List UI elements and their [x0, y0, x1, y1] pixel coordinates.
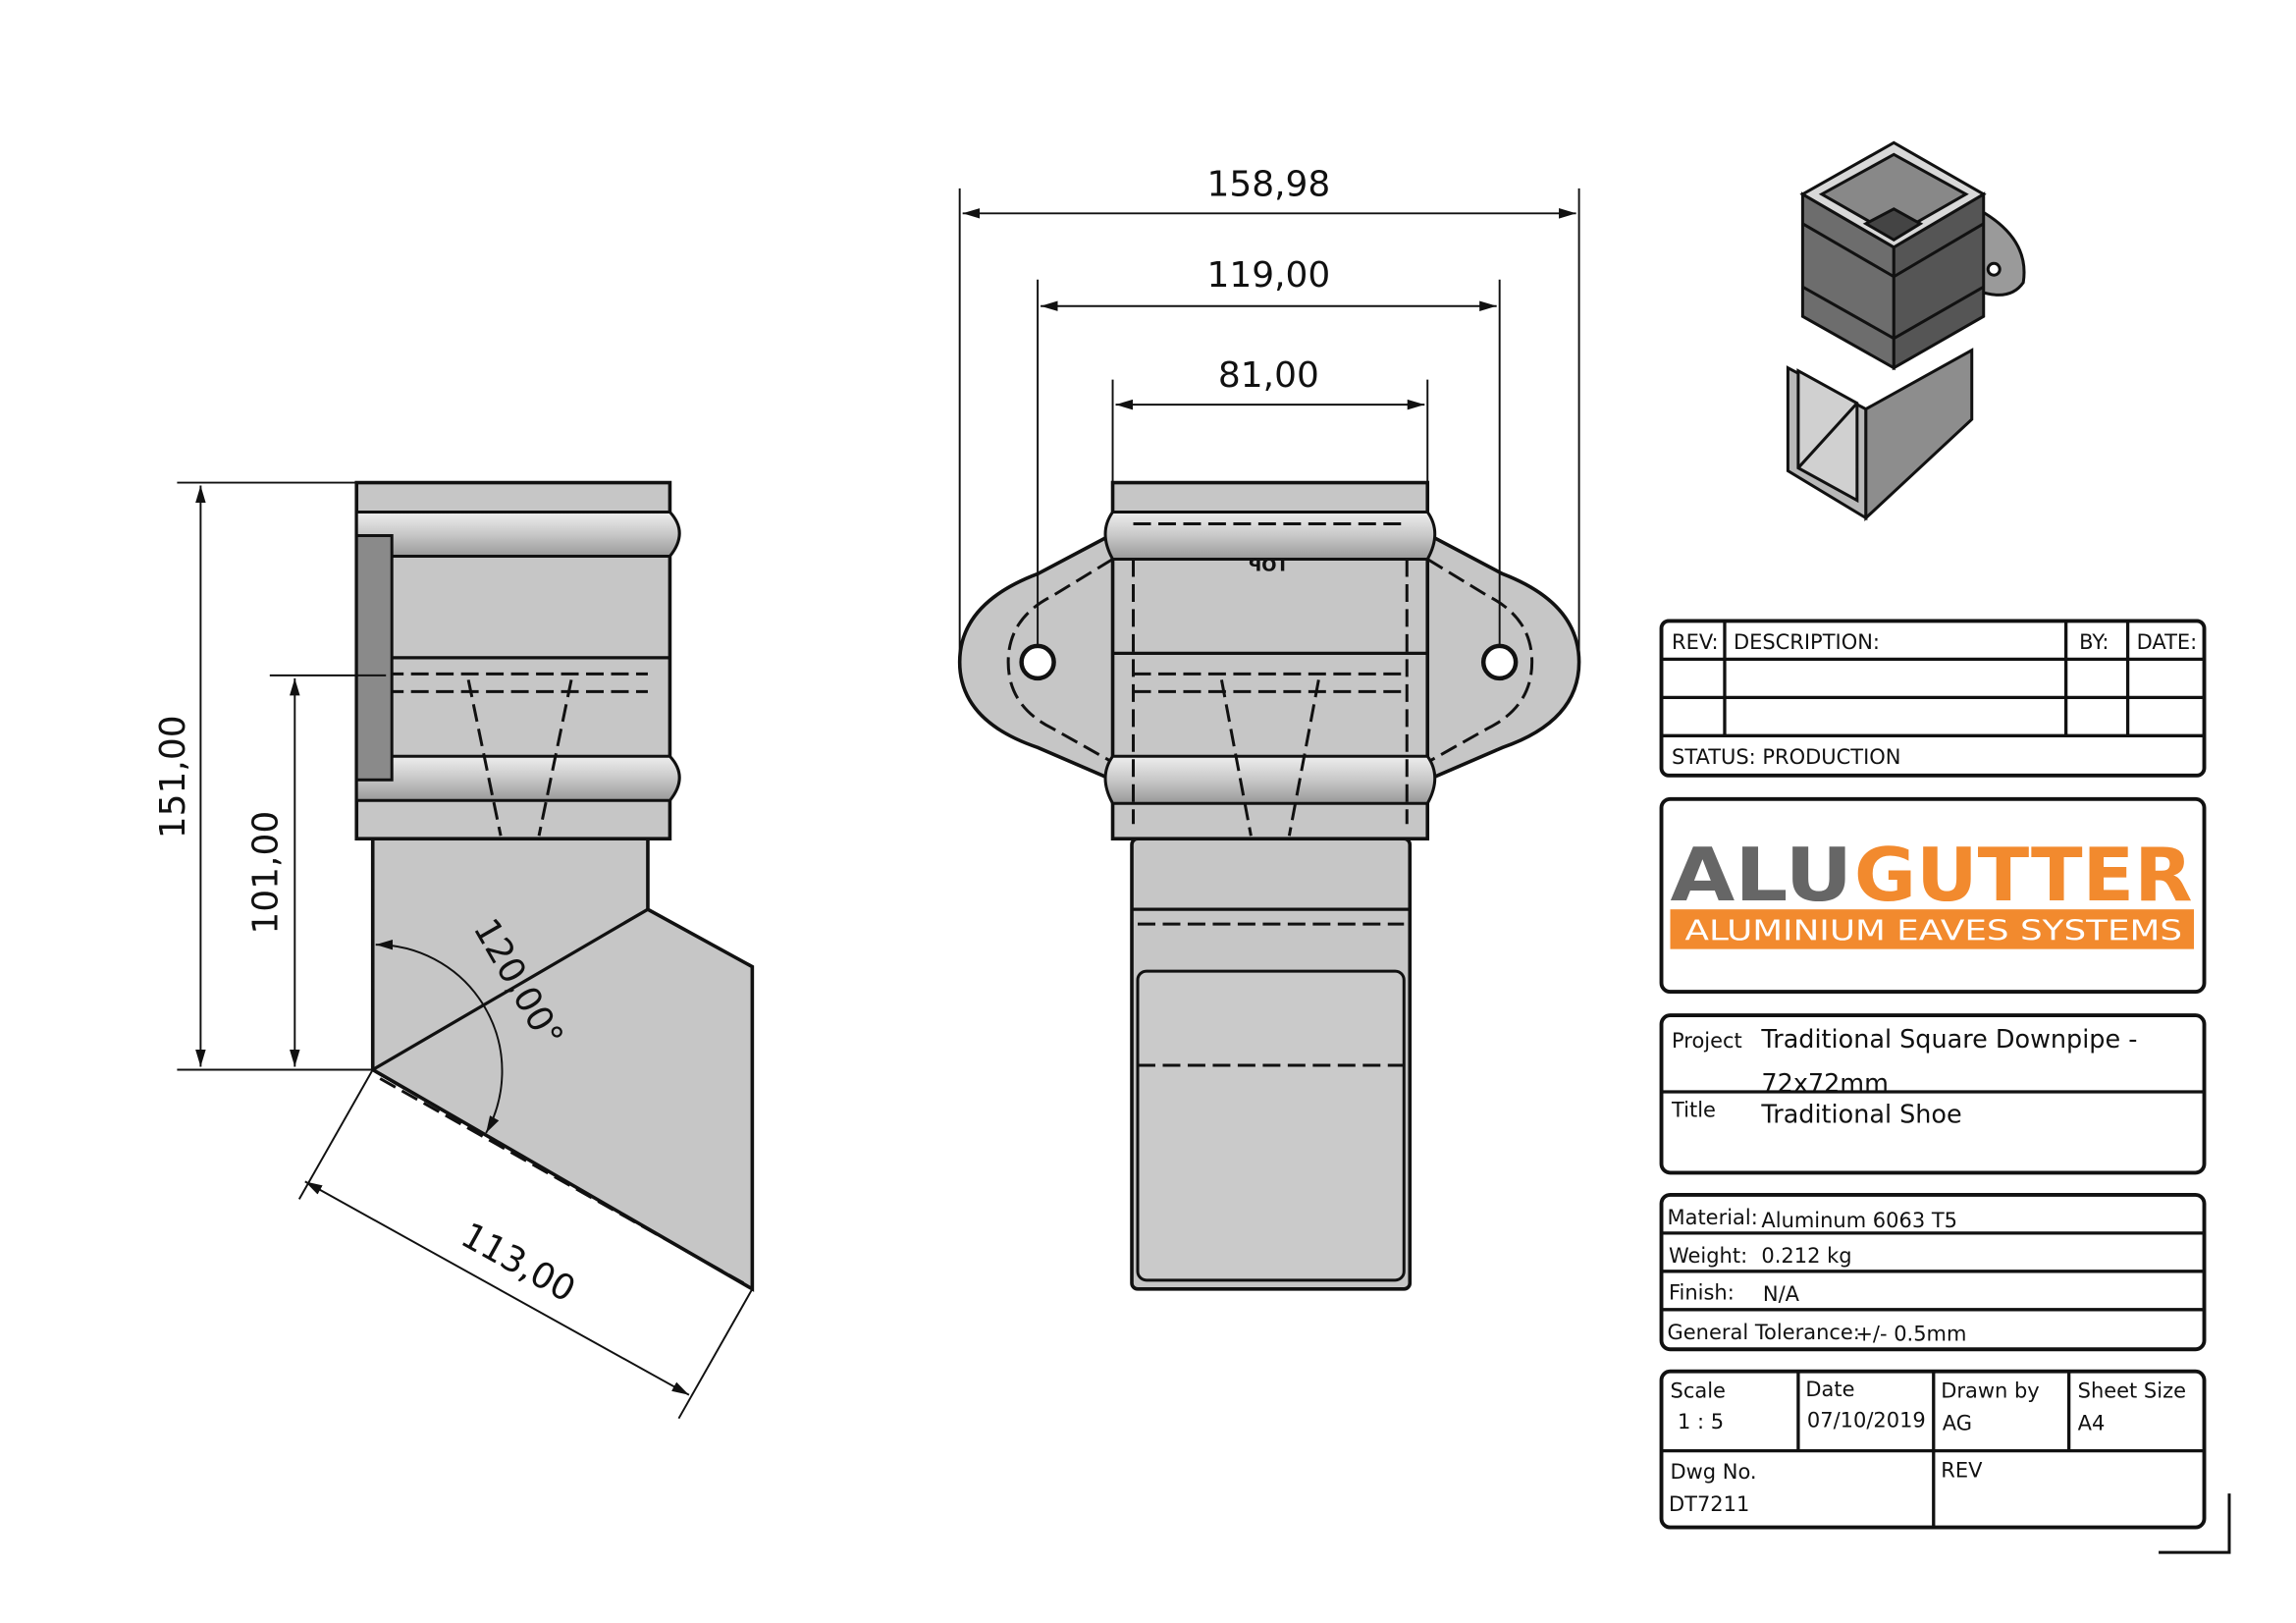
embossed-top-mark: TOP — [1249, 555, 1289, 575]
isometric-view — [1786, 140, 2026, 521]
date-value: 07/10/2019 — [1807, 1409, 1926, 1433]
drawing-info-box: Scale 1 : 5 Date 07/10/2019 Drawn by AG … — [1659, 1369, 2207, 1530]
date-header: DATE: — [2137, 630, 2198, 654]
weight-value: 0.212 kg — [1761, 1244, 1851, 1268]
title-label: Title — [1671, 1098, 1716, 1121]
material-label: Material: — [1668, 1206, 1758, 1229]
project-label: Project — [1672, 1029, 1742, 1053]
title-value: Traditional Shoe — [1760, 1100, 1961, 1129]
dim-overall-height: 151,00 — [153, 715, 193, 839]
dwg-no-value: DT7211 — [1669, 1492, 1749, 1516]
finish-value: N/A — [1763, 1282, 1800, 1306]
drawn-by-label: Drawn by — [1941, 1380, 2039, 1403]
dim-outlet-length: 113,00 — [454, 1216, 582, 1311]
logo-tagline: ALUMINIUM EAVES SYSTEMS — [1685, 915, 2183, 947]
side-view: 151,00 101,00 113,00 120,00° — [153, 480, 755, 1420]
tolerance-value: +/- 0.5mm — [1855, 1322, 1966, 1345]
tolerance-label: General Tolerance: — [1668, 1321, 1860, 1344]
rev-header: REV: — [1672, 630, 1719, 654]
sheet-size-label: Sheet Size — [2078, 1380, 2186, 1403]
front-view: TOP 158,98 119,00 81,00 — [957, 164, 1581, 1291]
sheet-size-value: A4 — [2078, 1412, 2106, 1435]
dwg-no-label: Dwg No. — [1671, 1460, 1757, 1484]
scale-label: Scale — [1671, 1380, 1726, 1403]
material-value: Aluminum 6063 T5 — [1761, 1209, 1957, 1232]
project-title-box: Project Traditional Square Downpipe - 72… — [1659, 1013, 2207, 1175]
logo-gutter: GUTTER — [1854, 832, 2193, 918]
project-value-line1: Traditional Square Downpipe - — [1760, 1025, 2137, 1055]
dim-outlet-height: 101,00 — [245, 811, 286, 935]
date-label: Date — [1805, 1378, 1854, 1401]
dim-overall-width: 158,98 — [1206, 164, 1330, 204]
weight-label: Weight: — [1669, 1244, 1747, 1268]
title-block: REV: DESCRIPTION: BY: DATE: STATUS: PROD… — [1659, 619, 2231, 1554]
company-logo: ALU GUTTER ALUMINIUM EAVES SYSTEMS — [1659, 796, 2207, 995]
status-text: STATUS: PRODUCTION — [1672, 745, 1900, 769]
dim-hole-centres: 119,00 — [1206, 255, 1330, 296]
drawn-by-value: AG — [1943, 1412, 1972, 1435]
by-header: BY: — [2079, 630, 2109, 654]
material-box: Material: Aluminum 6063 T5 Weight: 0.212… — [1659, 1192, 2207, 1352]
project-value-line2: 72x72mm — [1761, 1069, 1889, 1099]
rev-label: REV — [1941, 1459, 1983, 1483]
revision-table: REV: DESCRIPTION: BY: DATE: STATUS: PROD… — [1659, 619, 2207, 778]
logo-alu: ALU — [1671, 832, 1853, 918]
finish-label: Finish: — [1669, 1280, 1735, 1304]
dim-body-width: 81,00 — [1218, 355, 1319, 396]
scale-value: 1 : 5 — [1678, 1410, 1724, 1434]
description-header: DESCRIPTION: — [1734, 630, 1880, 654]
sheet-corner-mark — [2159, 1493, 2231, 1554]
